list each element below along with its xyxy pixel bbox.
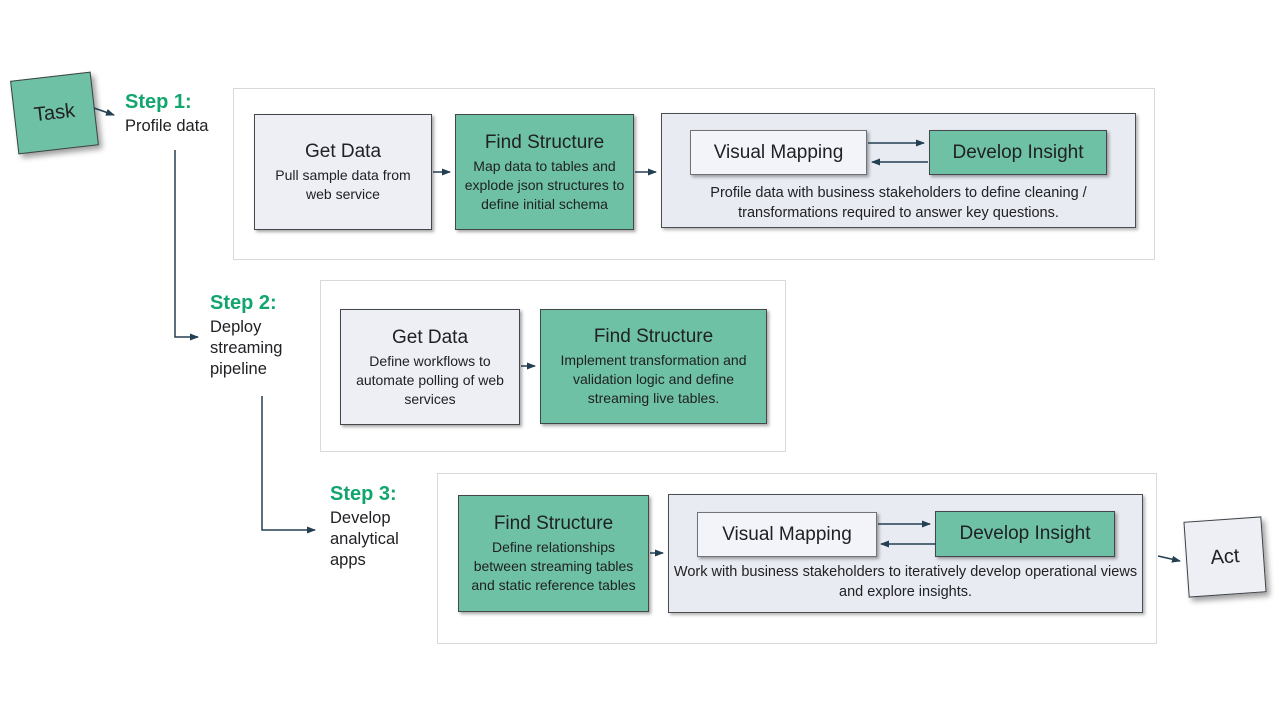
task-note: Task xyxy=(10,71,99,155)
step3-panel-caption: Work with business stakeholders to itera… xyxy=(673,564,1138,600)
step2-heading: Step 2: xyxy=(210,292,277,314)
box-title: Develop Insight xyxy=(952,141,1084,163)
act-note-label: Act xyxy=(1209,544,1241,569)
step1-find-structure-box: Find Structure Map data to tables and ex… xyxy=(455,114,634,230)
step1-subheading: Profile data xyxy=(125,117,209,135)
act-note: Act xyxy=(1183,516,1267,598)
connector-task-to-step1-arrow xyxy=(93,107,115,116)
box-title: Visual Mapping xyxy=(713,141,844,163)
box-title: Visual Mapping xyxy=(722,523,852,545)
step2-label: Step 2: Deploy streaming pipeline xyxy=(210,291,310,380)
step1-visual-mapping-box: Visual Mapping xyxy=(690,130,867,175)
step3-subheading: Develop analytical apps xyxy=(330,509,399,569)
step2-find-structure-box: Find Structure Implement transformation … xyxy=(540,309,767,424)
step3-visual-mapping-box: Visual Mapping xyxy=(697,512,877,557)
step3-develop-insight-box: Develop Insight xyxy=(935,511,1115,557)
step1-heading: Step 1: xyxy=(125,91,192,113)
step1-develop-insight-box: Develop Insight xyxy=(929,130,1107,175)
box-title: Find Structure xyxy=(593,326,714,347)
box-title: Get Data xyxy=(304,141,382,162)
step3-label: Step 3: Develop analytical apps xyxy=(330,482,425,571)
step3-heading: Step 3: xyxy=(330,483,397,505)
connector-step2-to-step3-arrow xyxy=(261,396,316,534)
connector-panel3-to-act-arrow xyxy=(1157,555,1181,563)
step1-label: Step 1: Profile data xyxy=(125,90,235,137)
box-title: Find Structure xyxy=(484,131,605,153)
task-note-label: Task xyxy=(32,99,77,126)
step1-panel-caption: Profile data with business stakeholders … xyxy=(710,185,1087,221)
box-title: Develop Insight xyxy=(959,523,1091,544)
box-body: Define workflows to automate polling of … xyxy=(356,352,504,407)
box-title: Find Structure xyxy=(493,513,614,534)
connector-step1-to-step2-arrow xyxy=(174,150,199,341)
step1-get-data-box: Get Data Pull sample data from web servi… xyxy=(254,114,432,230)
step3-find-structure-box: Find Structure Define relationships betw… xyxy=(458,495,649,612)
box-body: Pull sample data from web service xyxy=(275,167,411,202)
box-body: Map data to tables and explode json stru… xyxy=(464,157,625,212)
box-body: Define relationships between streaming t… xyxy=(471,539,636,593)
step2-get-data-box: Get Data Define workflows to automate po… xyxy=(340,309,520,425)
step2-subheading: Deploy streaming pipeline xyxy=(210,318,283,378)
box-title: Get Data xyxy=(391,326,469,348)
box-body: Implement transformation and validation … xyxy=(560,352,747,406)
